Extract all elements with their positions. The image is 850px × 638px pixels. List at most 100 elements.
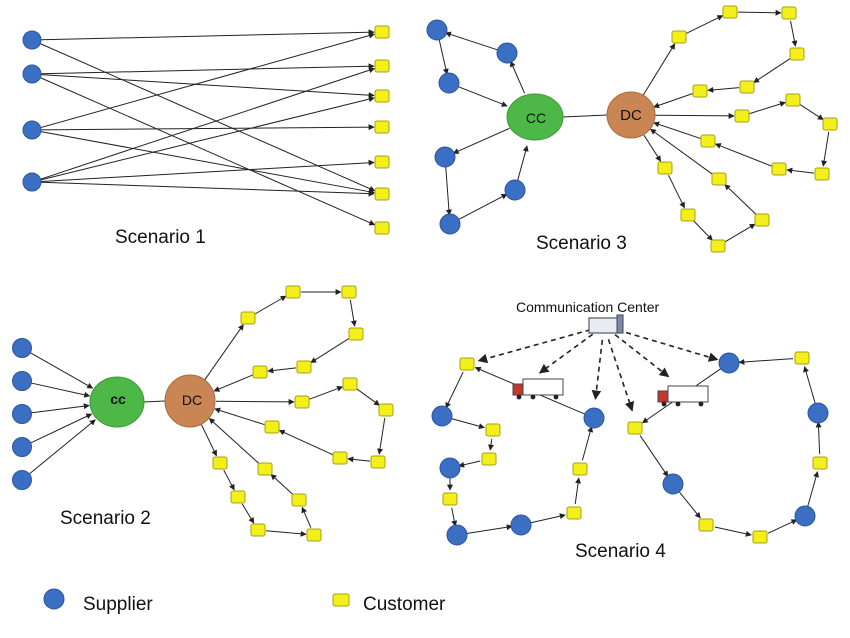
- arrow: [270, 473, 294, 495]
- supplier-node: [12, 404, 32, 424]
- supplier-node: [807, 402, 829, 424]
- dashed-arrow: [538, 333, 594, 374]
- arrow: [444, 31, 499, 51]
- customer-node: [692, 84, 708, 98]
- customer-node: [378, 403, 394, 417]
- supplier-node: [583, 407, 605, 429]
- customer-node: [711, 172, 727, 186]
- arrow: [301, 506, 312, 528]
- supplier-node: [446, 524, 468, 546]
- arrow: [254, 295, 287, 315]
- customer-node: [627, 421, 643, 435]
- customer-node: [789, 47, 805, 61]
- customer-node: [374, 120, 390, 134]
- dc-hub: [606, 91, 656, 139]
- arrow: [714, 143, 772, 167]
- customer-node: [257, 462, 273, 476]
- arrow: [267, 367, 297, 374]
- arrow: [356, 388, 381, 406]
- customer-node: [212, 456, 228, 470]
- customer-node: [374, 25, 390, 39]
- arrow: [40, 124, 375, 131]
- arrow: [574, 477, 582, 505]
- arrow: [28, 419, 96, 475]
- arrow: [203, 324, 244, 382]
- dashed-arrow: [477, 328, 591, 364]
- arrow: [749, 101, 786, 115]
- customer-node: [754, 213, 770, 227]
- customer-node: [374, 221, 390, 235]
- arrow: [200, 424, 217, 457]
- customer-node: [752, 530, 768, 544]
- arrow: [452, 127, 510, 154]
- arrow: [668, 174, 685, 209]
- arrow: [213, 374, 253, 392]
- arrow: [451, 507, 458, 527]
- truck-icon-wheel: [553, 394, 559, 400]
- arrow: [40, 77, 376, 226]
- arrow: [487, 438, 494, 451]
- dc-hub-label-s2: DC: [182, 392, 202, 408]
- supplier-node: [496, 42, 518, 64]
- supplier-node: [794, 505, 816, 527]
- arrow: [29, 352, 94, 389]
- customer-node: [485, 423, 501, 437]
- cc-hub: [506, 93, 564, 141]
- customer-node: [734, 109, 750, 123]
- legend-customer-label: Customer: [363, 594, 446, 615]
- arrow: [223, 469, 235, 491]
- arrow: [714, 526, 752, 537]
- arrow: [445, 371, 464, 409]
- arrow: [529, 513, 566, 524]
- arrow: [653, 121, 701, 139]
- customer-node: [710, 239, 726, 253]
- customer-node: [291, 493, 307, 507]
- arrow: [40, 159, 375, 182]
- customer-node: [442, 492, 458, 506]
- supplier-node: [22, 120, 42, 140]
- truck-icon-cab: [657, 390, 669, 403]
- supplier-node: [439, 213, 461, 235]
- legend-supplier-label: Supplier: [83, 594, 153, 615]
- arrow: [457, 85, 508, 107]
- arrow: [30, 382, 91, 398]
- customer-node: [374, 187, 390, 201]
- customer-node: [370, 455, 386, 469]
- truck-icon-wheel: [516, 394, 522, 400]
- customer-node: [341, 285, 357, 299]
- arrow: [445, 165, 452, 216]
- scenario-3-label: Scenario 3: [536, 233, 627, 254]
- customer-node: [252, 365, 268, 379]
- customer-node: [700, 134, 716, 148]
- supplier-node: [426, 19, 448, 41]
- scenario-3-diagram: [426, 5, 838, 253]
- customer-node: [374, 89, 390, 103]
- truck-icon-wheel: [675, 401, 681, 407]
- customer-node: [822, 117, 838, 131]
- arrow: [40, 181, 375, 197]
- arrow: [516, 145, 529, 182]
- legend-supplier-icon: [43, 588, 65, 610]
- link-line: [562, 114, 608, 118]
- customer-node: [374, 155, 390, 169]
- customer-node: [374, 59, 390, 73]
- customer-node: [722, 5, 738, 19]
- arrow: [753, 57, 791, 84]
- dashed-arrow: [607, 339, 635, 412]
- customer-node: [794, 351, 810, 365]
- supplier-node: [12, 437, 32, 457]
- dc-hub: [164, 374, 216, 428]
- supplier-node: [12, 470, 32, 490]
- arrow: [215, 398, 295, 405]
- truck-icon-trailer: [667, 385, 709, 403]
- supplier-node: [718, 352, 740, 374]
- customer-node: [230, 490, 246, 504]
- supplier-node: [662, 473, 684, 495]
- supplier-node: [504, 179, 526, 201]
- dashed-arrow: [591, 339, 604, 401]
- arrow: [685, 15, 724, 34]
- arrow: [40, 63, 375, 75]
- arrow: [806, 471, 819, 508]
- customer-node: [332, 451, 348, 465]
